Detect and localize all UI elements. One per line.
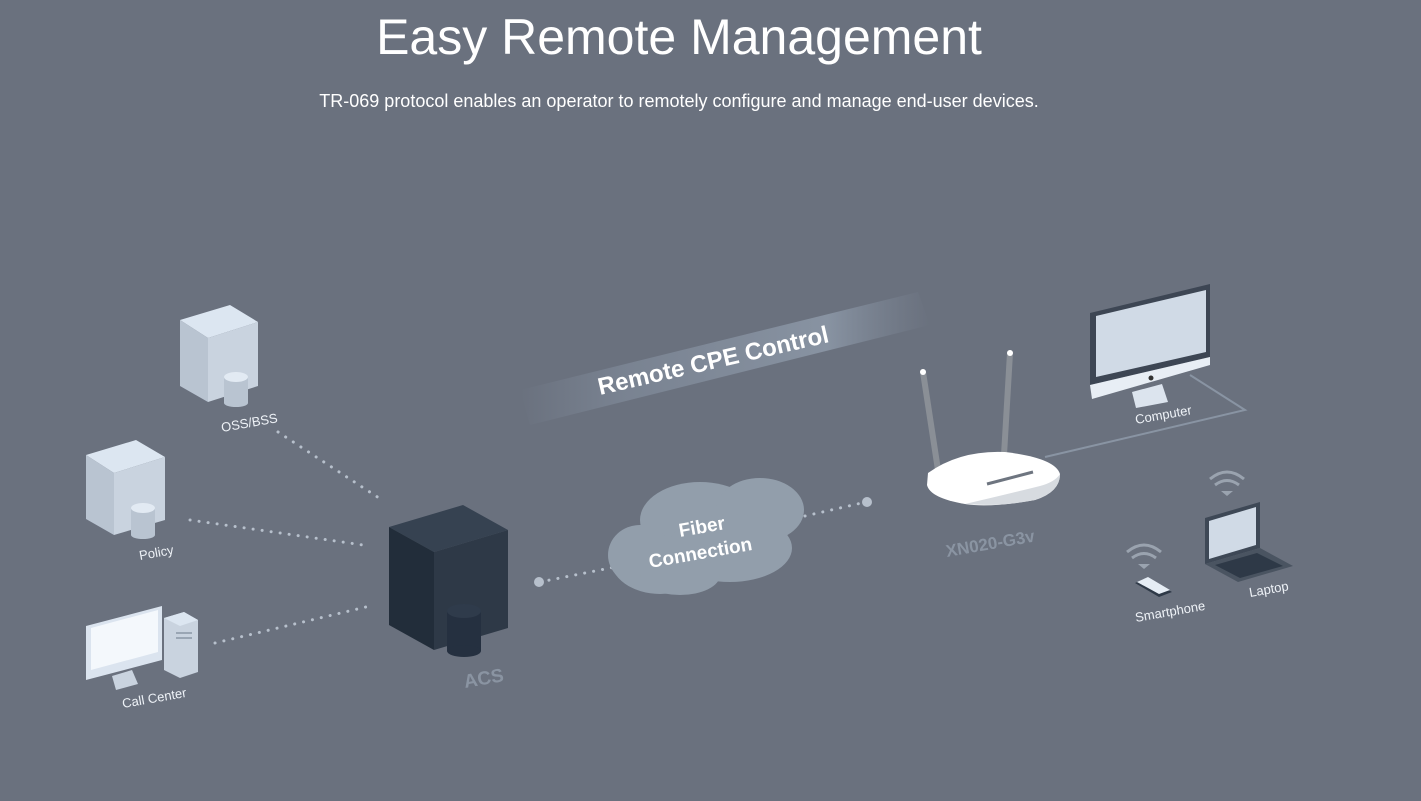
policy-server[interactable]: Policy [86, 440, 175, 563]
smartphone-label: Smartphone [1134, 598, 1206, 625]
fiber-connection-cloud[interactable]: Fiber Connection [608, 478, 804, 595]
router-label: XN020-G3v [944, 527, 1036, 561]
wifi-icon [1209, 470, 1245, 496]
acs-server[interactable]: ACS [389, 505, 508, 693]
page-title: Easy Remote Management [376, 9, 982, 65]
wifi-icon [1126, 543, 1162, 569]
oss-bss-server[interactable]: OSS/BSS [180, 305, 279, 435]
cpe-router[interactable]: XN020-G3v [920, 350, 1060, 561]
policy-label: Policy [138, 542, 175, 563]
link-callcenter-acs [213, 604, 372, 645]
banner-label: Remote CPE Control [595, 321, 831, 400]
link-cloud-router [803, 500, 868, 518]
monitor-icon [1090, 284, 1210, 408]
link-endpoint-dot [534, 577, 544, 587]
acs-label: ACS [462, 665, 505, 693]
oss-bss-label: OSS/BSS [220, 410, 279, 435]
computer-device[interactable]: Computer [1090, 284, 1210, 427]
laptop-device[interactable]: Laptop [1205, 470, 1293, 600]
link-acs-cloud [538, 565, 617, 584]
cloud-icon [608, 478, 804, 595]
call-center-workstation[interactable]: Call Center [86, 606, 198, 711]
link-oss-acs [276, 430, 384, 502]
link-policy-acs [188, 518, 372, 548]
link-endpoint-dot [862, 497, 872, 507]
desktop-computer-icon [86, 606, 198, 690]
database-icon [224, 372, 248, 407]
laptop-label: Laptop [1248, 578, 1290, 600]
smartphone-device[interactable]: Smartphone [1126, 543, 1206, 625]
link-router-computer [1044, 374, 1248, 458]
call-center-label: Call Center [121, 685, 188, 711]
laptop-icon [1205, 502, 1293, 582]
connection-lines [188, 430, 868, 645]
remote-cpe-control-banner: Remote CPE Control [520, 292, 930, 425]
wifi-router-icon [920, 350, 1060, 506]
database-icon [131, 503, 155, 539]
page-subtitle: TR-069 protocol enables an operator to r… [319, 91, 1039, 111]
database-icon [447, 604, 481, 657]
smartphone-icon [1135, 577, 1172, 597]
